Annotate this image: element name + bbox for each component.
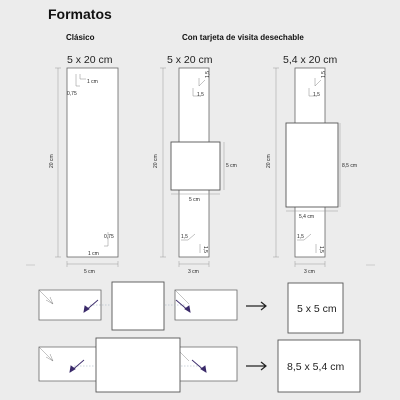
format2-top-15a: 1,5 (205, 71, 211, 78)
assembly-large-right-strip (174, 346, 238, 382)
format2-strip (170, 67, 221, 258)
format2-fold-guide-top (192, 88, 200, 97)
assembly-large (38, 337, 238, 393)
format3-card-height-label: 8,5 cm (342, 163, 357, 169)
format3-height-dim (273, 67, 279, 258)
format2-height-dim (160, 67, 166, 258)
format2-fold-mark-bottom (181, 233, 196, 241)
format3-strip (285, 67, 339, 258)
format2-bottom-15a: 1,5 (181, 234, 188, 240)
assembly-large-left-fold (38, 346, 54, 362)
format3-bottom-15a: 1,5 (297, 234, 304, 240)
assembly-small-left-fold (38, 289, 54, 305)
format3-top-15a: 1,5 (321, 71, 327, 78)
classic-heading: Clásico (66, 33, 95, 42)
format1-width-dim (66, 261, 119, 267)
format2-card (170, 141, 221, 191)
arrow-right-head-icon (200, 365, 207, 373)
format2-bottom-15b: 1,5 (202, 246, 208, 253)
arrow-left-head-icon (83, 305, 90, 313)
format3-bottom-15b: 1,5 (318, 246, 324, 253)
format1-width-label: 5 cm (84, 269, 95, 275)
format1-strip-body (66, 67, 119, 258)
format2-fold-mark-top (198, 78, 206, 87)
format1-top-1cm: 1 cm (87, 79, 98, 85)
result-small-label: 5 x 5 cm (297, 303, 337, 315)
format3-card-width-label: 5,4 cm (299, 214, 314, 220)
business-card-heading: Con tarjeta de visita desechable (182, 33, 304, 42)
format3-card (285, 122, 339, 208)
format1-fold-guide-top (79, 74, 86, 80)
format1-fold-mark-bottom (104, 232, 109, 247)
format2-width-label: 3 cm (188, 269, 199, 275)
result-large-card (277, 339, 361, 393)
format1-height-label: 20 cm (49, 154, 55, 168)
arrow-left-head-icon (69, 365, 76, 373)
format3-width-label: 3 cm (304, 269, 315, 275)
format2-width-dim (178, 261, 210, 267)
page-title: Formatos (48, 6, 112, 22)
assembly-large-card (95, 337, 181, 393)
format3-height-label: 20 cm (266, 154, 272, 168)
result-arrow-icon (246, 301, 267, 311)
format2-card-width-label: 5 cm (189, 197, 200, 203)
format2-card-height-label: 5 cm (226, 163, 237, 169)
format3-fold-mark-bottom (297, 233, 312, 241)
result-large-label: 8,5 x 5,4 cm (287, 361, 344, 373)
format3-width-dim (294, 261, 326, 267)
format1-strip (66, 67, 119, 258)
format1-height-dim (55, 67, 61, 258)
format3-top-15b: 1,5 (313, 92, 320, 98)
format1-top-075: 0,75 (67, 91, 77, 97)
assembly-small (38, 281, 238, 331)
format3-fold-mark-top (314, 78, 322, 87)
arrow-right-head-icon (184, 305, 191, 313)
assembly-small-left-strip (38, 289, 102, 321)
format3-fold-guide-top (308, 88, 316, 97)
format2-top-15b: 1,5 (197, 92, 204, 98)
assembly-large-left-strip (38, 346, 102, 382)
format1-size-label: 5 x 20 cm (67, 54, 113, 66)
format2-size-label: 5 x 20 cm (167, 54, 213, 66)
format1-bottom-1cm: 1 cm (88, 251, 99, 257)
assembly-small-right-fold (174, 289, 190, 305)
assembly-small-card (111, 281, 165, 331)
result-small-card (287, 282, 344, 334)
format2-height-label: 20 cm (153, 154, 159, 168)
format1-bottom-075: 0,75 (104, 234, 114, 240)
format1-fold-mark-top (75, 74, 80, 87)
format3-size-label: 5,4 x 20 cm (283, 54, 338, 66)
result-arrow-icon (246, 361, 267, 371)
